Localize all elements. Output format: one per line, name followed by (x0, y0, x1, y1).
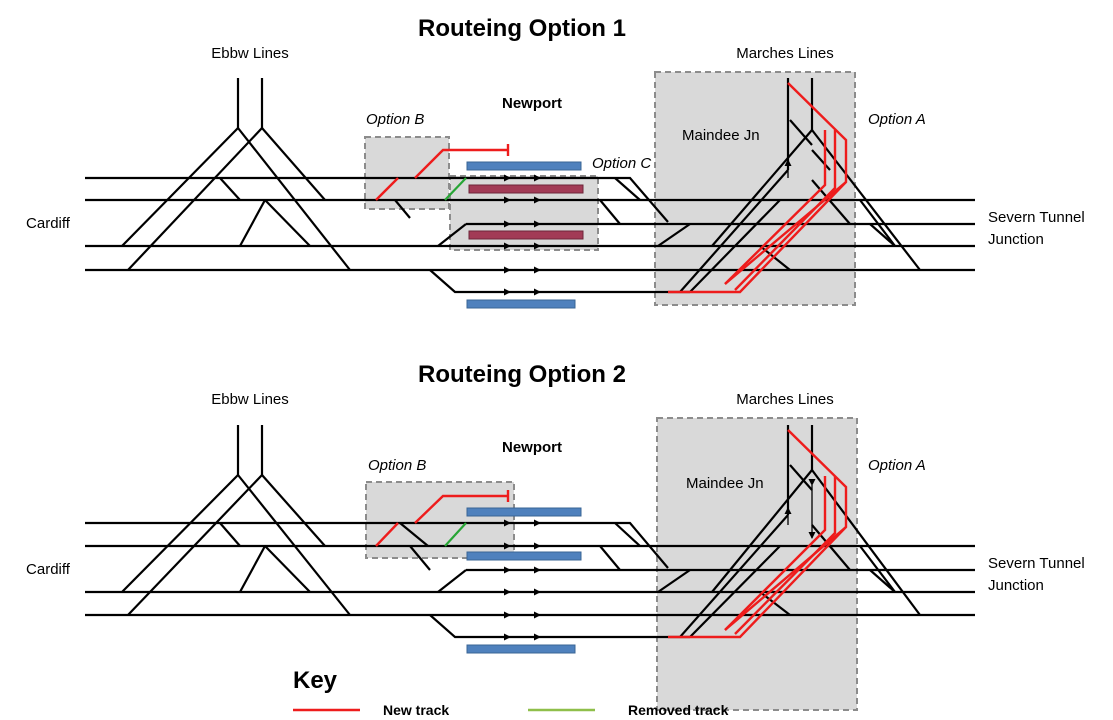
severn-junction-label: Junction (988, 577, 1044, 594)
diagram-title: Routeing Option 1 (418, 15, 626, 42)
cardiff-label: Cardiff (26, 561, 71, 578)
legend-removed-track-label: Removed track (628, 702, 729, 718)
marches-junction (679, 425, 921, 638)
platform (466, 299, 576, 309)
option-a-label: Option A (868, 111, 926, 128)
platform (466, 507, 582, 517)
marches-junction (679, 78, 921, 293)
new-track (375, 429, 848, 639)
severn-junction-label: Junction (988, 231, 1044, 248)
legend-title: Key (293, 667, 338, 694)
option-c-label: Option C (592, 155, 651, 172)
severn-tunnel-label: Severn Tunnel (988, 555, 1085, 572)
ebbw-junction (121, 425, 467, 616)
east-crossovers (599, 177, 896, 293)
diagram-title: Routeing Option 2 (418, 361, 626, 388)
removed-track (444, 177, 467, 201)
severn-tunnel-label: Severn Tunnel (988, 209, 1085, 226)
legend: Key New track Removed track (293, 667, 729, 718)
maindee-jn-label: Maindee Jn (686, 475, 764, 492)
option-a-label: Option A (868, 457, 926, 474)
newport-label: Newport (502, 95, 562, 112)
diagram-option-2: Routeing Option 2 (26, 361, 1085, 711)
ebbw-lines-label: Ebbw Lines (211, 391, 289, 408)
removed-track (444, 522, 467, 547)
platform (466, 551, 582, 561)
east-crossovers (599, 522, 896, 638)
diagram-option-1: Routeing Option 1 (26, 15, 1085, 309)
newport-label: Newport (502, 439, 562, 456)
direction-arrows (504, 174, 541, 296)
direction-arrows (504, 519, 541, 641)
cardiff-label: Cardiff (26, 215, 71, 232)
platform (468, 230, 584, 240)
platform (466, 161, 582, 171)
marches-lines-label: Marches Lines (736, 45, 834, 62)
option-a-area (656, 417, 858, 711)
new-track (375, 82, 848, 294)
marches-lines-label: Marches Lines (736, 391, 834, 408)
maindee-jn-label: Maindee Jn (682, 127, 760, 144)
platform (466, 644, 576, 654)
platform (468, 184, 584, 194)
option-b-label: Option B (366, 111, 424, 128)
option-b-label: Option B (368, 457, 426, 474)
ebbw-junction (121, 78, 467, 271)
ebbw-lines-label: Ebbw Lines (211, 45, 289, 62)
legend-new-track-label: New track (383, 702, 449, 718)
